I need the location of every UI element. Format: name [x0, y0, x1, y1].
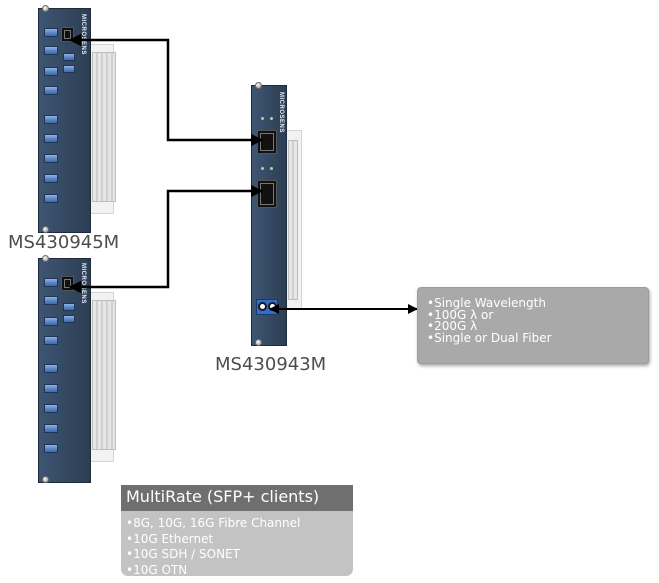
- sfp-port-icon: [44, 444, 58, 453]
- card-heatsink: [288, 140, 298, 300]
- sfp-port-icon: [44, 194, 58, 203]
- sfp-port-icon: [44, 278, 58, 287]
- screw-icon: [42, 476, 49, 483]
- sfp-port-icon: [44, 46, 58, 55]
- multirate-item: •10G Ethernet: [126, 531, 214, 546]
- link-bottom-card-to-client2: [68, 184, 264, 294]
- sfp-port-icon: [44, 317, 58, 326]
- sfp-port-icon: [44, 154, 58, 163]
- sfp-port-icon: [44, 364, 58, 373]
- screw-icon: [42, 255, 49, 262]
- multirate-item: •10G OTN: [126, 562, 188, 577]
- line-info-item: •200G λ: [427, 319, 478, 333]
- multirate-item: •10G SDH / SONET: [126, 547, 240, 561]
- screw-icon: [42, 5, 49, 12]
- sfp-port-icon: [44, 296, 58, 305]
- multirate-item: •8G, 10G, 16G Fibre Channel: [126, 516, 301, 530]
- brand-label: MICROSENS: [278, 92, 284, 133]
- status-led-icon: [270, 117, 273, 120]
- card-heatsink: [92, 300, 116, 450]
- line-info-item: •Single or Dual Fiber: [427, 330, 552, 345]
- sfp-port-icon: [44, 115, 58, 124]
- sfp-port-icon: [63, 315, 75, 323]
- screw-icon: [42, 226, 49, 233]
- sfp-port-icon: [44, 28, 58, 37]
- sfp-port-icon: [44, 404, 58, 413]
- status-led-icon: [270, 167, 273, 170]
- sfp-port-icon: [63, 303, 75, 311]
- line-info-item: •Single Wavelength: [427, 296, 546, 310]
- screw-icon: [255, 339, 262, 346]
- sfp-port-icon: [44, 86, 58, 95]
- multirate-title: MultiRate (SFP+ clients): [121, 485, 353, 511]
- sfp-port-icon: [44, 424, 58, 433]
- line-info-item: •100G λ or: [427, 307, 494, 322]
- device-label-ms430943m: MS430943M: [215, 354, 327, 375]
- status-led-icon: [261, 167, 264, 170]
- sfp-port-icon: [44, 134, 58, 143]
- lc-port-icon: [258, 302, 267, 311]
- multirate-list: •8G, 10G, 16G Fibre Channel •10G Etherne…: [121, 511, 353, 577]
- line-info-callout: •Single Wavelength •100G λ or •200G λ •S…: [417, 287, 649, 364]
- sfp-port-icon: [44, 384, 58, 393]
- link-top-card-to-client1: [68, 33, 264, 147]
- sfp-port-icon: [44, 67, 58, 76]
- sfp-port-icon: [44, 174, 58, 183]
- sfp-port-icon: [44, 336, 58, 345]
